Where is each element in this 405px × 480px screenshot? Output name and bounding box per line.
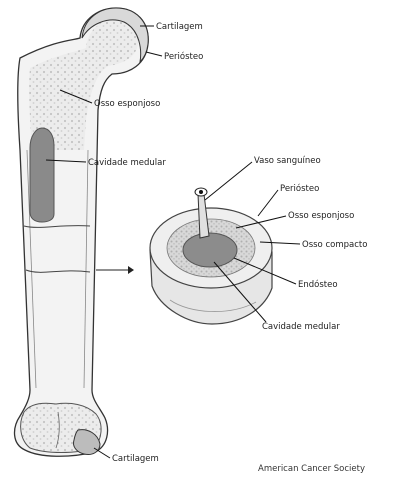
label-femur-top-cartilage: Cartilagem (156, 22, 203, 32)
leader-section-vessel (205, 162, 252, 200)
label-section-compact: Osso compacto (302, 240, 367, 250)
label-section-medullary: Cavidade medular (262, 322, 340, 332)
cross-section-illustration (150, 188, 272, 324)
credit-text: American Cancer Society (258, 464, 365, 474)
label-section-endosteum: Endósteo (298, 279, 338, 290)
label-section-periosteum: Periósteo (280, 183, 319, 194)
leader-section-periosteum (258, 190, 278, 216)
label-femur-periosteum: Periósteo (164, 51, 203, 62)
femur-illustration (15, 8, 149, 456)
label-section-vessel: Vaso sanguíneo (254, 156, 321, 166)
femur-medullary-cavity (30, 128, 54, 222)
leader-femur-bottom-cartilage (94, 448, 110, 458)
section-vessel-lumen (199, 190, 203, 194)
leader-femur-periosteum (146, 52, 162, 56)
label-femur-medullary: Cavidade medular (88, 158, 166, 168)
label-section-spongy: Osso esponjoso (288, 211, 354, 221)
label-femur-spongy: Osso esponjoso (94, 99, 160, 109)
section-arrow (96, 266, 134, 274)
label-femur-bottom-cartilage: Cartilagem (112, 454, 159, 464)
section-medullary-cavity (183, 233, 237, 267)
